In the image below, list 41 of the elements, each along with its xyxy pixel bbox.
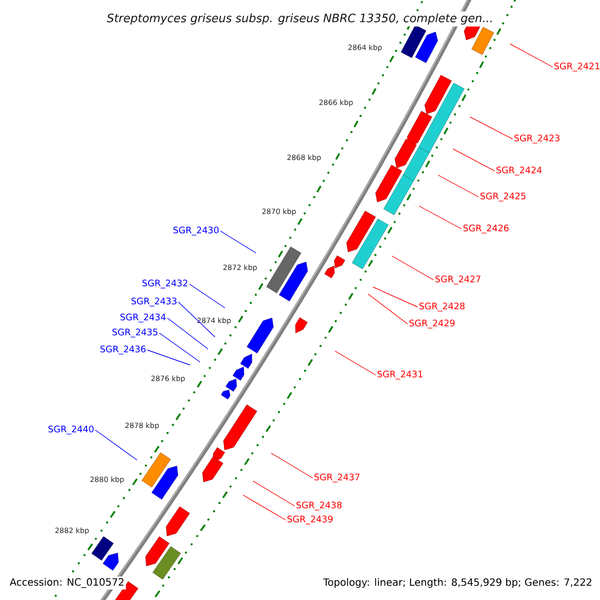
leader-line <box>189 284 226 308</box>
gene-label: SGR_2434 <box>120 314 166 322</box>
gene-label: SGR_2424 <box>496 166 542 176</box>
gene-label: SGR_2433 <box>131 298 176 306</box>
accession-label: Accession: NC_010572 <box>8 576 126 590</box>
leader-line <box>452 148 495 172</box>
leader-line <box>167 318 208 350</box>
leader-line <box>178 302 216 338</box>
gene-label: SGR_2436 <box>100 346 146 354</box>
leader-line <box>510 44 553 68</box>
gene-label: SGR_2435 <box>112 328 158 338</box>
title: Streptomyces griseus subsp. griseus NBRC 13350, complete gen... <box>104 11 496 27</box>
gene-label: SGR_2421 <box>554 62 600 72</box>
genome-info-label: Topology: linear; Length: 8,545,929 bp; Genes: 7,222 <box>322 576 594 590</box>
gene-label: SGR_2426 <box>463 224 509 234</box>
leader-line <box>418 206 462 230</box>
gene-label: SGR_2438 <box>296 502 342 510</box>
leader-line <box>334 350 376 376</box>
leader-line <box>368 294 408 324</box>
gene-label: SGR_2432 <box>142 280 188 288</box>
gene-label: SGR_2427 <box>435 276 480 284</box>
leader-line <box>159 332 200 362</box>
gene-label: SGR_2430 <box>173 226 219 236</box>
leader-line <box>242 494 286 520</box>
leader-line <box>95 430 138 460</box>
leader-line <box>438 174 479 198</box>
leader-line <box>270 452 313 478</box>
leader-line <box>147 350 190 366</box>
leader-line <box>470 116 513 140</box>
leader-line <box>252 480 295 506</box>
gene-label: SGR_2428 <box>419 302 465 312</box>
gene-label: SGR_2429 <box>409 320 455 328</box>
gene-label: SGR_2440 <box>48 426 94 434</box>
gene-label: SGR_2439 <box>287 516 333 524</box>
gene-label: SGR_2437 <box>314 474 360 482</box>
gene-label: SGR_2431 <box>377 370 422 380</box>
leader-line <box>392 256 434 280</box>
gene-label: SGR_2425 <box>480 192 526 202</box>
leader-line <box>372 286 418 308</box>
gene-label: SGR_2423 <box>514 134 560 144</box>
leader-line <box>220 230 256 254</box>
